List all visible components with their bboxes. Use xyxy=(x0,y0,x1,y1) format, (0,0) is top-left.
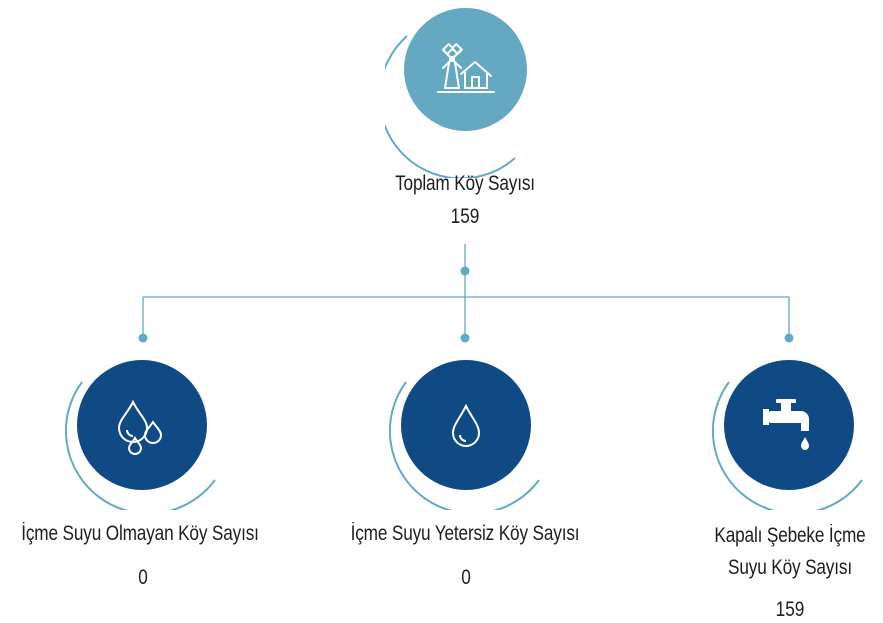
water-tap-icon xyxy=(763,399,809,450)
child-left-arc xyxy=(64,381,216,510)
connector-dot-top xyxy=(460,266,470,276)
child-left-value: 0 xyxy=(138,566,148,589)
child-left-label: İçme Suyu Olmayan Köy Sayısı xyxy=(21,522,259,545)
child-right-circle xyxy=(724,360,854,490)
child-center-value: 0 xyxy=(461,566,471,589)
connector-dot-right xyxy=(784,333,794,343)
top-node-value: 159 xyxy=(450,205,480,228)
child-right-label-line2: Suyu Köy Sayısı xyxy=(728,556,852,579)
water-drops-icon xyxy=(117,399,163,455)
child-left-circle xyxy=(77,360,207,490)
child-center-label: İçme Suyu Yetersiz Köy Sayısı xyxy=(350,522,580,545)
top-node-label: Toplam Köy Sayısı xyxy=(395,172,535,195)
child-center-circle xyxy=(401,360,531,490)
child-right-label-line1: Kapalı Şebeke İçme xyxy=(714,524,866,547)
top-node-circle xyxy=(404,8,527,131)
water-drop-icon xyxy=(451,403,481,447)
windmill-house-icon xyxy=(436,42,495,93)
child-right-arc xyxy=(711,381,863,510)
connector-dot-left xyxy=(138,333,148,343)
child-center-arc xyxy=(388,381,540,510)
child-right-value: 159 xyxy=(775,598,805,621)
top-node-arc xyxy=(385,35,516,178)
connector-dot-center xyxy=(460,333,470,343)
